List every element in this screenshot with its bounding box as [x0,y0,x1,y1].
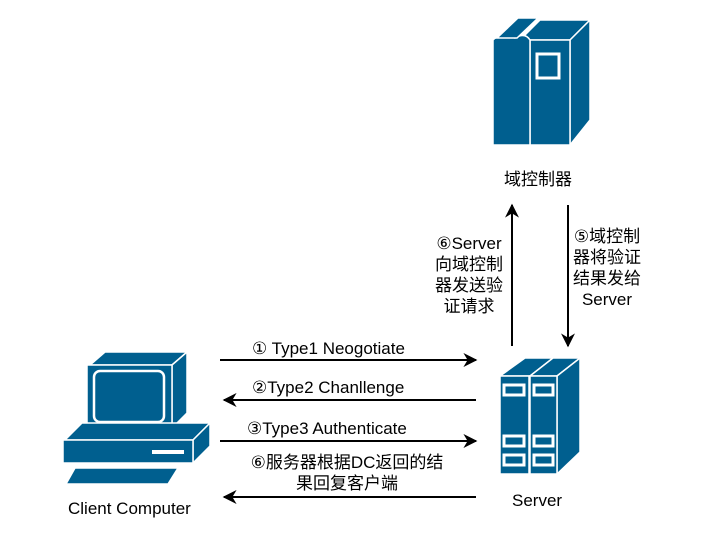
message-dc-to-server-label: ⑤域控制 器将验证 结果发给 Server [566,226,648,310]
label-line: 器将验证 [573,248,641,267]
message-response-label: ⑥服务器根据DC返回的结 果回复客户端 [232,452,462,494]
message-type1-label: ① Type1 Neogotiate [252,339,405,358]
label-line: ⑤域控制 [573,227,641,246]
label-line: 证请求 [443,297,495,316]
label-line: 结果发给 [573,269,641,288]
message-response-line-1: ⑥服务器根据DC返回的结 [250,453,444,472]
domain-controller-tower-icon [492,17,592,148]
label-line: 器发送验 [435,276,503,295]
server-label: Server [512,491,563,510]
message-response-line-2: 果回复客户端 [296,474,398,493]
message-server-to-dc-label: ⑥Server 向域控制 器发送验 证请求 [428,233,510,317]
server-rack-icon [497,356,583,476]
desktop-computer-icon [62,350,212,485]
label-line: 向域控制 [435,255,503,274]
domain-controller-label: 域控制器 [504,170,572,189]
message-type3-label: ③Type3 Authenticate [247,419,407,438]
label-line: ⑥Server [436,234,502,253]
message-type2-label: ②Type2 Chanllenge [252,378,405,397]
client-computer-label: Client Computer [68,499,191,518]
label-line: Server [581,290,633,309]
